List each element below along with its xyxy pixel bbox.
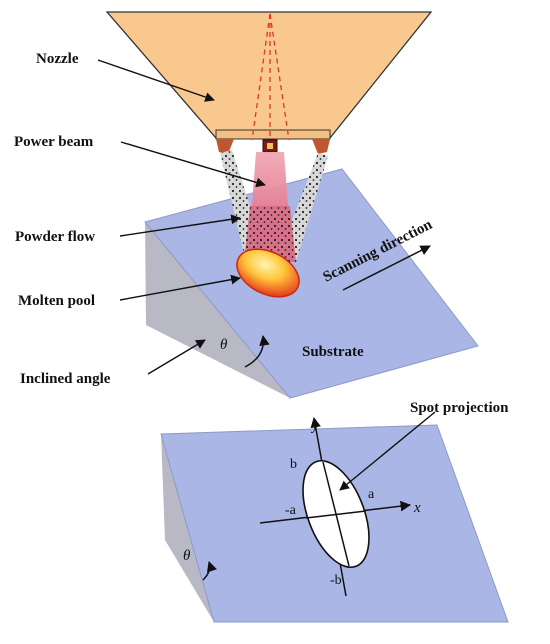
nozzle: [105, 11, 433, 154]
molten-pool: [236, 248, 300, 298]
molten-pool-label: Molten pool: [18, 293, 95, 309]
inclined-angle-leader: [147, 339, 206, 375]
x-axis-label: x: [413, 500, 421, 516]
nozzle-left-outlet: [216, 139, 234, 154]
beam-right-dashed: [269, 13, 290, 141]
nozzle-leader: [97, 59, 215, 102]
powder-and-beam: [220, 150, 328, 262]
powder-flow-label: Powder flow: [15, 229, 95, 245]
spot-projection-label: Spot projection: [410, 400, 509, 416]
power-beam-leader: [120, 141, 266, 188]
top-angle-arc: [244, 334, 270, 368]
nozzle-body: [105, 11, 433, 139]
nozzle-tip: [215, 129, 331, 140]
theta-top: θ: [220, 337, 228, 353]
laser-head-window: [267, 143, 273, 149]
inclined-angle-label: Inclined angle: [20, 371, 111, 387]
spot-projection-leader: [339, 411, 436, 491]
beam-left-dashed: [251, 13, 271, 141]
substrate-label: Substrate: [302, 344, 364, 360]
powder-in-beam: [244, 206, 296, 262]
y-axis-label: y: [310, 418, 319, 434]
nozzle-right-outlet: [312, 139, 330, 154]
b-negative-label: -b: [330, 573, 342, 588]
molten-pool-leader: [119, 274, 241, 301]
b-positive-label: b: [290, 457, 297, 472]
spot-projection: [259, 416, 412, 597]
theta-bottom: θ: [183, 548, 191, 564]
y-axis-through-spot: [322, 461, 350, 567]
power-beam-label: Power beam: [14, 134, 94, 150]
a-positive-label: a: [368, 487, 375, 502]
nozzle-label: Nozzle: [36, 51, 79, 67]
powder-flow-leader: [119, 214, 241, 237]
bottom-angle-arc: [202, 561, 217, 581]
scanning-direction-arrow: [342, 245, 431, 291]
a-negative-label: -a: [285, 503, 297, 518]
